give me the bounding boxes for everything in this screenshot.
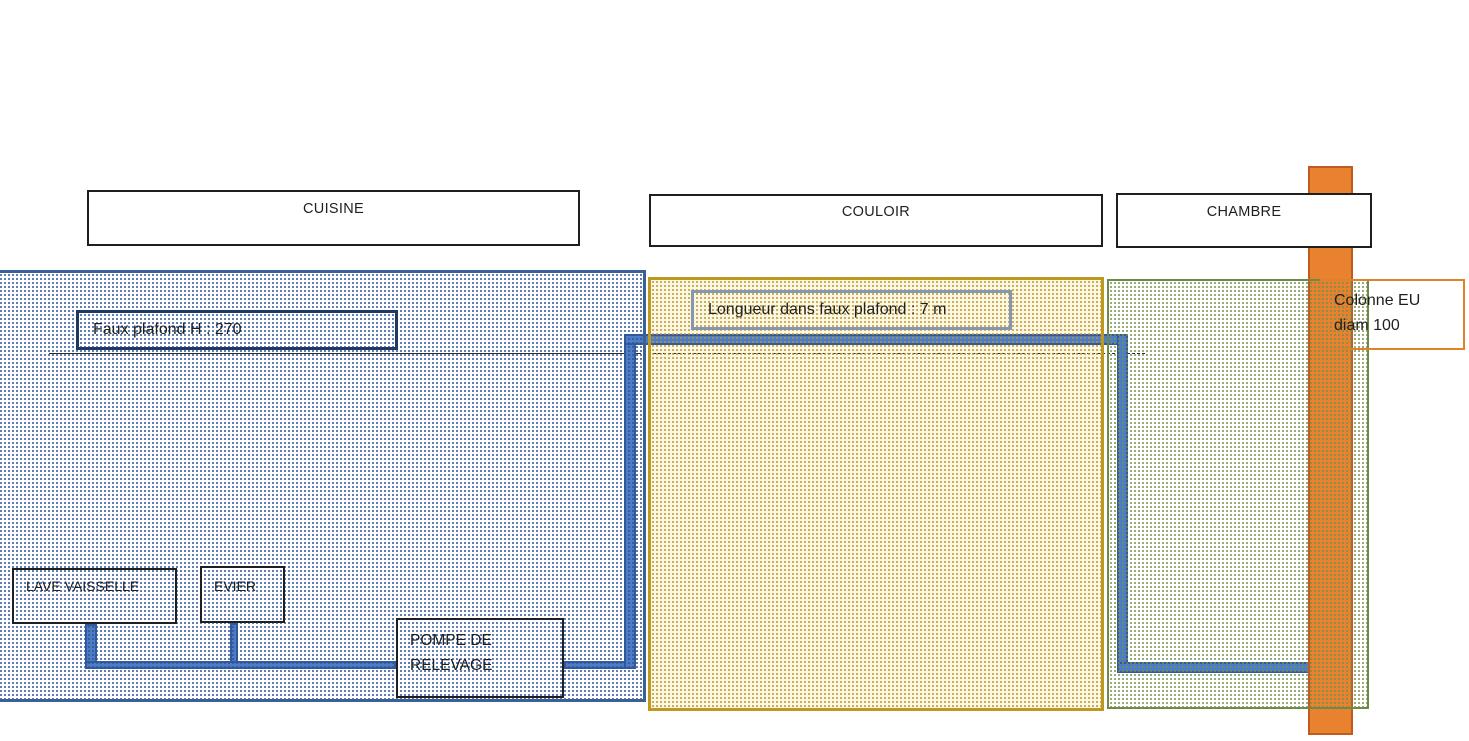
room-label-cuisine-text: CUISINE	[303, 201, 364, 217]
longueur-note-text: Longueur dans faux plafond : 7 m	[708, 301, 947, 318]
lave-vaisselle-box-text: LAVE VAISSELLE	[26, 578, 140, 594]
longueur-note: Longueur dans faux plafond : 7 m	[691, 290, 1012, 330]
pompe-line2: RELEVAGE	[410, 657, 493, 674]
pompe-line1: POMPE DE	[410, 632, 492, 649]
room-label-couloir: COULOIR	[649, 194, 1103, 247]
cuisine-region	[0, 270, 646, 702]
colonne-line1: Colonne EU	[1334, 292, 1421, 309]
room-label-chambre: CHAMBRE	[1116, 193, 1372, 248]
pompe-de-relevage-box: POMPE DE RELEVAGE	[396, 618, 564, 698]
faux-plafond-note-text: Faux plafond H : 270	[93, 321, 242, 338]
lave-vaisselle-box: LAVE VAISSELLE	[12, 568, 177, 624]
evier-box: EVIER	[200, 566, 285, 623]
room-label-couloir-text: COULOIR	[841, 204, 911, 220]
chambre-region	[1107, 279, 1369, 709]
couloir-region	[648, 277, 1104, 711]
colonne-line2: diam 100	[1334, 317, 1400, 334]
faux-plafond-note: Faux plafond H : 270	[76, 310, 398, 350]
evier-box-text: EVIER	[214, 578, 257, 594]
colonne-eu-note: Colonne EU diam 100	[1320, 279, 1465, 350]
room-label-chambre-text: CHAMBRE	[1206, 204, 1282, 220]
room-label-cuisine: CUISINE	[87, 190, 580, 246]
